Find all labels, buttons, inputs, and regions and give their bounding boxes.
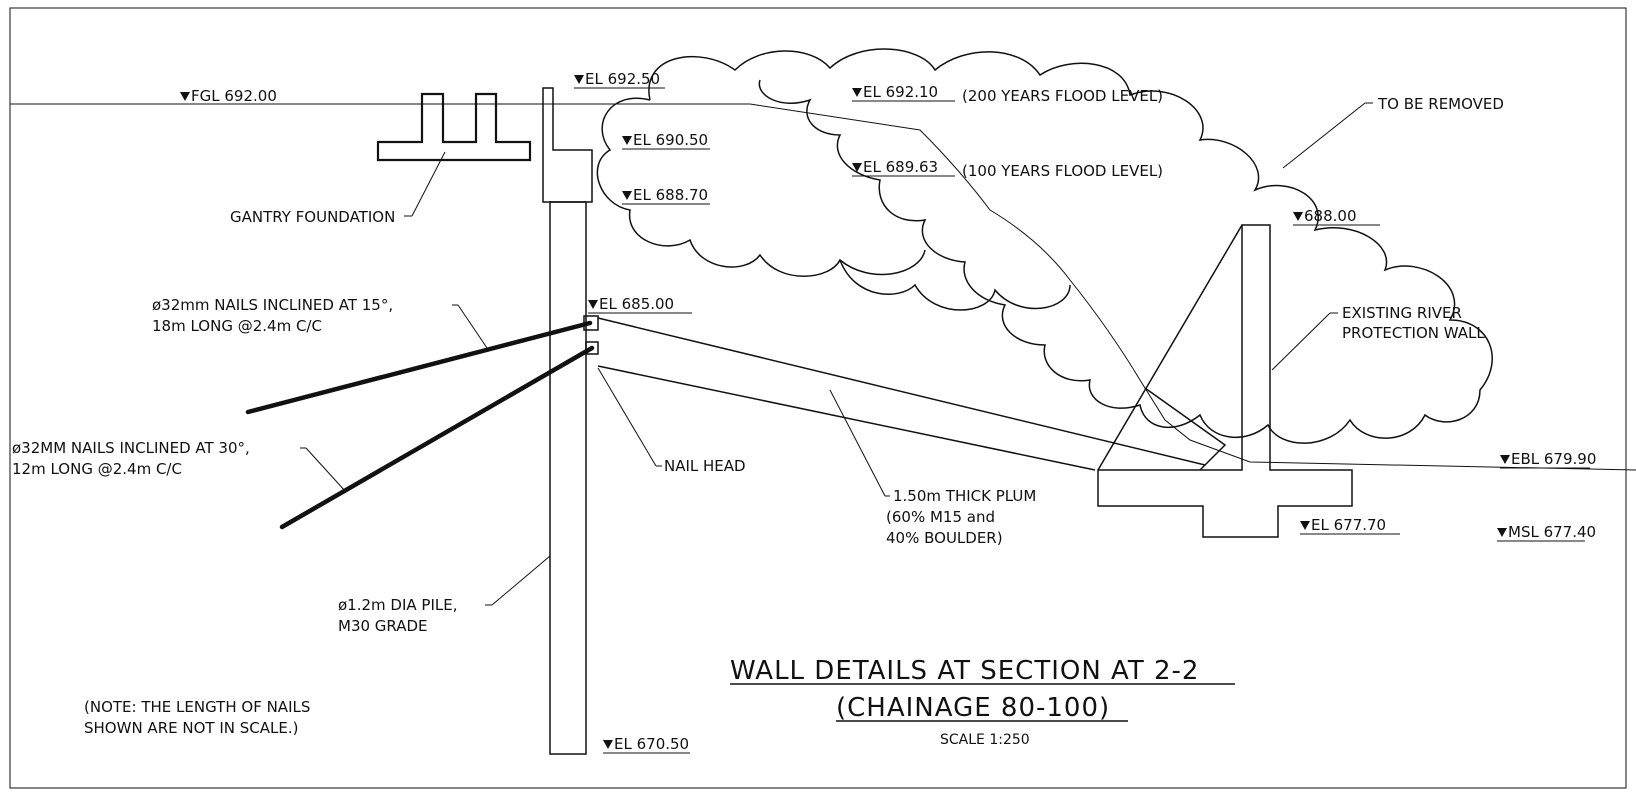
level-triangle-icon [852, 163, 862, 172]
level-el-692-50-text: EL 692.50 [585, 70, 660, 88]
nails15-leader [457, 304, 488, 349]
level-el-688-00-text: 688.00 [1304, 207, 1357, 225]
plum-label-3: 40% BOULDER) [886, 529, 1003, 547]
flood-100-label: (100 YEARS FLOOD LEVEL) [962, 162, 1163, 180]
note-line-2: SHOWN ARE NOT IN SCALE.) [84, 719, 298, 737]
level-fgl: FGL 692.00 [180, 87, 277, 105]
plum-label-1: 1.50m THICK PLUM [893, 487, 1036, 505]
level-el-690-50-text: EL 690.50 [633, 131, 708, 149]
flood-200-label: (200 YEARS FLOOD LEVEL) [962, 87, 1163, 105]
level-triangle-icon [1300, 521, 1310, 530]
gantry-label: GANTRY FOUNDATION [230, 208, 395, 226]
level-el-688-70: EL 688.70 [622, 186, 710, 205]
drawing-frame [9, 7, 1627, 789]
level-el-677-70: EL 677.70 [1300, 516, 1400, 535]
level-triangle-icon [1500, 455, 1510, 464]
level-el-670-50: EL 670.50 [603, 735, 690, 754]
pile-label-1: ø1.2m DIA PILE, [338, 596, 458, 614]
level-msl-text: MSL 677.40 [1508, 523, 1596, 541]
nail-head-lower [585, 341, 599, 355]
level-el-688-70-text: EL 688.70 [633, 186, 708, 204]
level-triangle-icon [622, 191, 632, 200]
pile-leader [491, 555, 551, 606]
level-triangle-icon [588, 300, 598, 309]
river-wall-leader [1271, 312, 1331, 371]
level-el-690-50: EL 690.50 [622, 131, 710, 150]
level-el-689-63: EL 689.63 (100 YEARS FLOOD LEVEL) [852, 158, 1163, 180]
nail-head-label: NAIL HEAD [664, 457, 746, 475]
level-triangle-icon [1293, 212, 1303, 221]
gantry-foundation-shape [376, 92, 532, 162]
nails15-label-2: 18m LONG @2.4m C/C [152, 317, 322, 335]
cloud-lobe-lower [839, 259, 1071, 311]
plum-top [597, 317, 1206, 466]
pile-cap [542, 87, 593, 203]
nail-30deg [279, 345, 595, 530]
plum-leader [829, 389, 886, 497]
level-msl: MSL 677.40 [1497, 523, 1596, 542]
level-el-692-50: EL 692.50 [574, 70, 665, 89]
level-el-688-00: 688.00 [1293, 207, 1380, 226]
level-el-692-10-text: EL 692.10 [863, 83, 938, 101]
level-triangle-icon [574, 75, 584, 84]
level-triangle-icon [1497, 528, 1507, 537]
river-wall-toe [1144, 387, 1227, 471]
nails15-label-1: ø32mm NAILS INCLINED AT 15°, [152, 296, 393, 314]
drawing-title-line2: (CHAINAGE 80-100) [836, 693, 1110, 723]
level-fgl-text: FGL 692.00 [191, 87, 277, 105]
level-triangle-icon [603, 740, 613, 749]
plum-bottom [597, 365, 1096, 471]
remove-leader [1282, 102, 1366, 169]
river-wall-label-2: PROTECTION WALL [1342, 324, 1485, 342]
nails30-label-1: ø32MM NAILS INCLINED AT 30°, [12, 439, 250, 457]
removal-cloud [648, 48, 1493, 444]
note-line-1: (NOTE: THE LENGTH OF NAILS [84, 698, 310, 716]
pile [549, 201, 587, 755]
river-wall-label-1: EXISTING RIVER [1342, 304, 1462, 322]
remove-label: TO BE REMOVED [1377, 95, 1504, 113]
level-el-685-00-text: EL 685.00 [599, 295, 674, 313]
level-ebl: EBL 679.90 [1500, 450, 1596, 469]
nail-head-leader [597, 367, 657, 467]
nail-15deg [245, 320, 593, 415]
level-triangle-icon [180, 92, 190, 101]
pile-label-2: M30 GRADE [338, 617, 428, 635]
level-el-685-00: EL 685.00 [588, 295, 692, 314]
nail-head-upper [583, 315, 599, 331]
level-el-670-50-text: EL 670.50 [614, 735, 689, 753]
level-el-692-10: EL 692.10 (200 YEARS FLOOD LEVEL) [852, 83, 1163, 105]
slope-line [749, 103, 1636, 471]
plum-label-2: (60% M15 and [886, 508, 995, 526]
level-triangle-icon [622, 136, 632, 145]
level-triangle-icon [852, 88, 862, 97]
level-ebl-text: EBL 679.90 [1511, 450, 1596, 468]
gantry-leader [411, 151, 446, 217]
river-wall-batter [1097, 224, 1243, 471]
level-el-677-70-text: EL 677.70 [1311, 516, 1386, 534]
nails30-leader [305, 447, 347, 493]
level-el-689-63-text: EL 689.63 [863, 158, 938, 176]
river-wall [1097, 224, 1353, 538]
drawing-title-line1: WALL DETAILS AT SECTION AT 2-2 [730, 656, 1199, 686]
nails30-label-2: 12m LONG @2.4m C/C [12, 460, 182, 478]
drawing-scale: SCALE 1:250 [940, 732, 1030, 748]
